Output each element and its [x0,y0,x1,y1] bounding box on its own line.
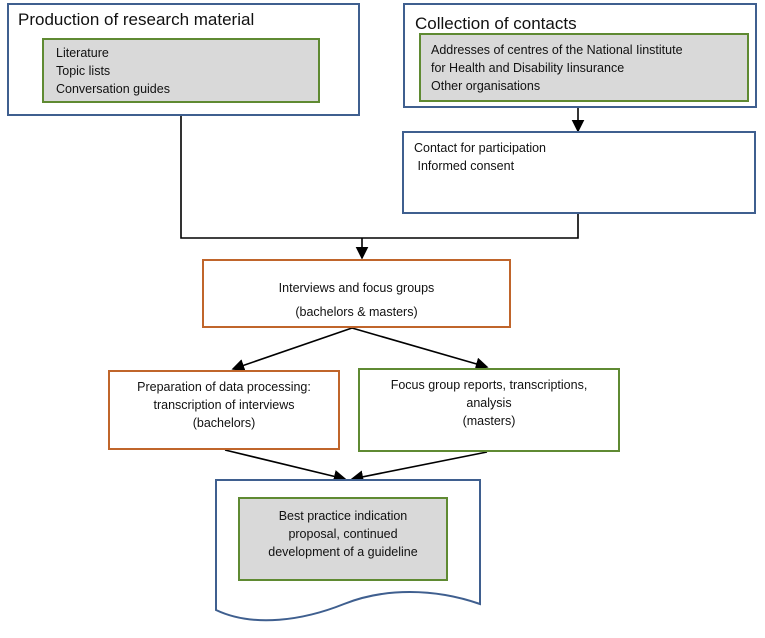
focus-reports-box: Focus group reports, transcriptions, ana… [358,368,620,452]
interviews-line1: Interviews and focus groups [278,281,435,295]
preparation-line: Preparation of data processing: [137,380,311,394]
preparation-box: Preparation of data processing: transcri… [108,370,340,450]
arrow-preparation-to-best-practice [224,449,347,483]
participation-line: Contact for participation [414,141,547,155]
production-title: Production of research material [18,10,255,29]
interviews-line2: (bachelors & masters) [295,305,418,319]
arrow-interviews-to-preparation [231,327,353,372]
participation-box: Contact for participation Informed conse… [402,131,756,214]
production-item: Conversation guides [56,82,170,96]
focus-reports-line: analysis [466,396,512,410]
contacts-item: Other organisations [431,79,541,93]
production-box: Production of research material Literatu… [7,3,360,116]
production-item: Literature [56,46,109,60]
preparation-line: transcription of interviews [153,398,295,412]
production-items-box: Literature Topic lists Conversation guid… [42,38,320,103]
contacts-title: Collection of contacts [415,14,577,33]
arrow-interviews-to-focus-reports [351,327,489,371]
focus-reports-line: Focus group reports, transcriptions, [390,378,588,392]
contacts-item: for Health and Disability Iinsurance [431,61,625,75]
best-practice-line: proposal, continued [288,527,398,541]
best-practice-line: Best practice indication [278,509,408,523]
production-item: Topic lists [56,64,111,78]
best-practice-line: development of a guideline [268,545,418,559]
best-practice-box: Best practice indication proposal, conti… [238,497,448,581]
contacts-box: Collection of contacts Addresses of cent… [403,3,757,108]
contacts-items-box: Addresses of centres of the National Iin… [419,33,749,102]
preparation-line: (bachelors) [192,416,256,430]
participation-line: Informed consent [414,159,515,173]
interviews-box: Interviews and focus groups (bachelors &… [202,259,511,328]
contacts-item: Addresses of centres of the National Iin… [431,43,683,57]
focus-reports-line: (masters) [462,414,516,428]
arrow-focus-reports-to-best-practice [350,451,488,484]
